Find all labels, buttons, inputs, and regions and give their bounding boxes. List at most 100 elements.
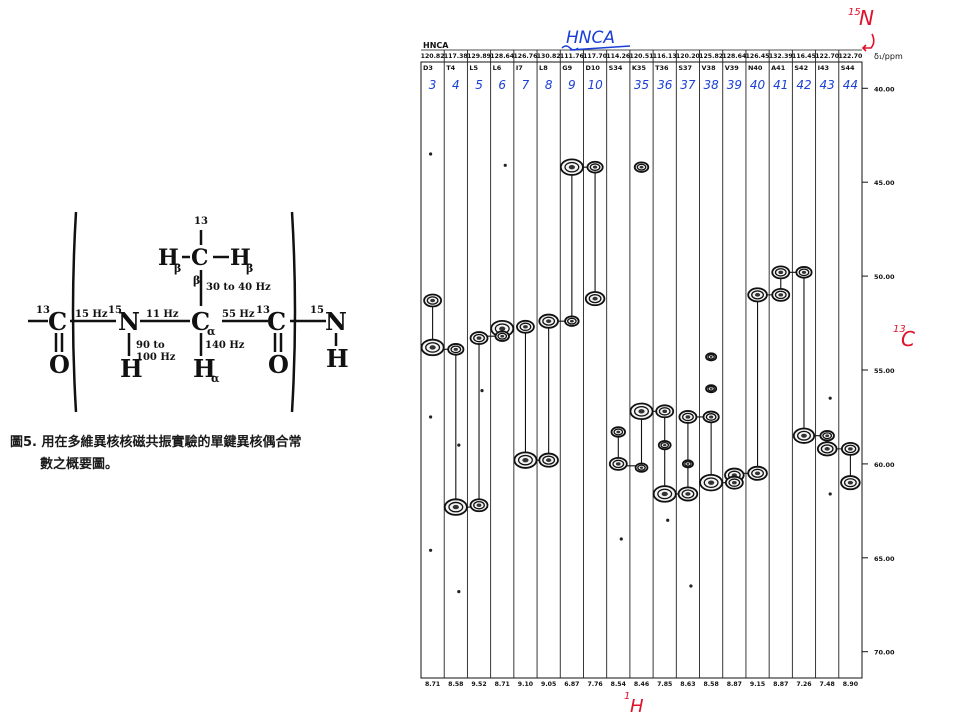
beta-hydrogen-right-sub: β [246, 262, 253, 275]
peak-contour-core [500, 334, 505, 338]
h1-annotation: H [630, 696, 644, 717]
h1-shift-label: 9.05 [541, 681, 556, 688]
amide-nitrogen-iso: 15 [108, 305, 122, 316]
n15-shift-label: 128.64 [490, 53, 515, 60]
peak-contour-mid [707, 354, 715, 360]
peak-contour-mid [822, 432, 833, 440]
residue-number-annotation: 35 [634, 78, 649, 92]
peak-contour-core [523, 325, 528, 329]
peak-contour-mid [519, 322, 532, 332]
peak-contour-core [778, 293, 784, 297]
peak-contour-mid [612, 459, 625, 469]
cross-peak [610, 426, 626, 438]
c13-annotation-iso: 13 [893, 324, 906, 335]
cross-peak [747, 465, 768, 481]
h1-shift-label: 9.15 [750, 681, 765, 688]
residue-label: T36 [655, 64, 669, 72]
carbonyl-carbon-2-iso: 13 [256, 305, 270, 316]
peak-contour-core [592, 296, 598, 301]
peak-contour-mid [681, 489, 695, 499]
n15-shift-label: 111.76 [560, 53, 584, 60]
residue-number-annotation: 7 [522, 78, 530, 92]
residue-number-annotation: 41 [773, 78, 788, 92]
noise-dot [828, 396, 832, 400]
peak-contour-core [661, 491, 668, 497]
h1-shift-label: 8.87 [773, 681, 788, 688]
cross-peak [420, 338, 445, 357]
peak-contour-core [663, 443, 667, 447]
peak-contour-mid [703, 477, 719, 489]
n15-shift-label: 114.26 [606, 53, 630, 60]
peak-contour-mid [774, 268, 787, 277]
cross-peak [513, 451, 538, 469]
peak-contour-core [824, 447, 830, 451]
n15-shift-label: 117.38 [444, 53, 468, 60]
peak-contour-mid [751, 290, 764, 300]
y-tick-label: 45.00 [874, 179, 895, 187]
residue-label: V39 [725, 64, 740, 72]
peak-contour-core [615, 462, 621, 466]
peak-contour-mid [774, 290, 787, 300]
h1-shift-label: 7.26 [796, 681, 811, 688]
residue-number-annotation: 42 [796, 78, 811, 92]
residue-label: G9 [562, 64, 572, 72]
hnca-title-underline [569, 45, 631, 51]
residue-label: S37 [678, 64, 692, 72]
h1-shift-label: 8.58 [703, 681, 718, 688]
coupling-constant-diagram: 13 C O 15 N H C α H α 13 C β H β H β 13 … [28, 211, 349, 413]
cross-peak [678, 410, 698, 424]
cross-peak [559, 158, 584, 176]
cross-peak [469, 498, 489, 513]
beta-hydrogen-left: H [158, 245, 179, 271]
h1-shift-label: 9.10 [518, 681, 534, 688]
noise-dot [429, 415, 433, 419]
cross-peak [771, 265, 791, 280]
n15-shift-label: 120.20 [676, 53, 701, 60]
residue-number-annotation: 9 [568, 78, 576, 92]
peak-contour-mid [473, 333, 485, 343]
residue-label: I43 [818, 64, 829, 72]
residue-number-annotation: 4 [452, 78, 460, 92]
residue-label: D3 [423, 64, 433, 72]
peak-contour-core [686, 462, 690, 465]
peak-contour-core [639, 466, 644, 469]
cross-peak [705, 352, 718, 362]
cross-peak [516, 319, 535, 334]
y-tick-label: 65.00 [874, 555, 895, 563]
peak-contour-core [778, 270, 784, 275]
cross-peaks [420, 152, 861, 594]
peak-contour-core [522, 457, 529, 463]
peak-contour-core [592, 165, 598, 169]
noise-dot [457, 590, 461, 594]
cross-peak [681, 459, 694, 469]
n15-shift-label: 125.82 [699, 53, 723, 60]
peak-contour-mid [564, 161, 580, 173]
peak-contour-core [754, 293, 761, 297]
peak-contour-core [848, 447, 853, 451]
residue-number-annotation: 40 [750, 78, 766, 92]
peak-contour-core [731, 481, 737, 485]
peak-contour-mid [425, 342, 441, 353]
n15-shift-label: 120.82 [421, 53, 445, 60]
cross-peak [423, 293, 443, 308]
n15-shift-label: 130.82 [537, 53, 561, 60]
n15-shift-label: 117.70 [583, 53, 608, 60]
cross-peak [724, 475, 744, 490]
cross-peak [469, 331, 489, 345]
peak-contour-mid [517, 454, 533, 466]
y-axis-title: δ₁/ppm [874, 52, 903, 61]
cross-peak [584, 291, 606, 307]
peak-contour-mid [613, 428, 624, 436]
noise-dot [666, 518, 670, 522]
peak-contour-core [430, 298, 435, 303]
h1-shift-label: 8.90 [843, 681, 859, 688]
residue-label: T4 [446, 64, 455, 72]
residue-label: D10 [585, 64, 600, 72]
experiment-label: HNCA [423, 41, 449, 50]
cross-peak [840, 441, 860, 456]
peak-contour-core [638, 409, 645, 414]
peak-contour-mid [820, 444, 834, 454]
y-tick-label: 50.00 [874, 273, 895, 281]
